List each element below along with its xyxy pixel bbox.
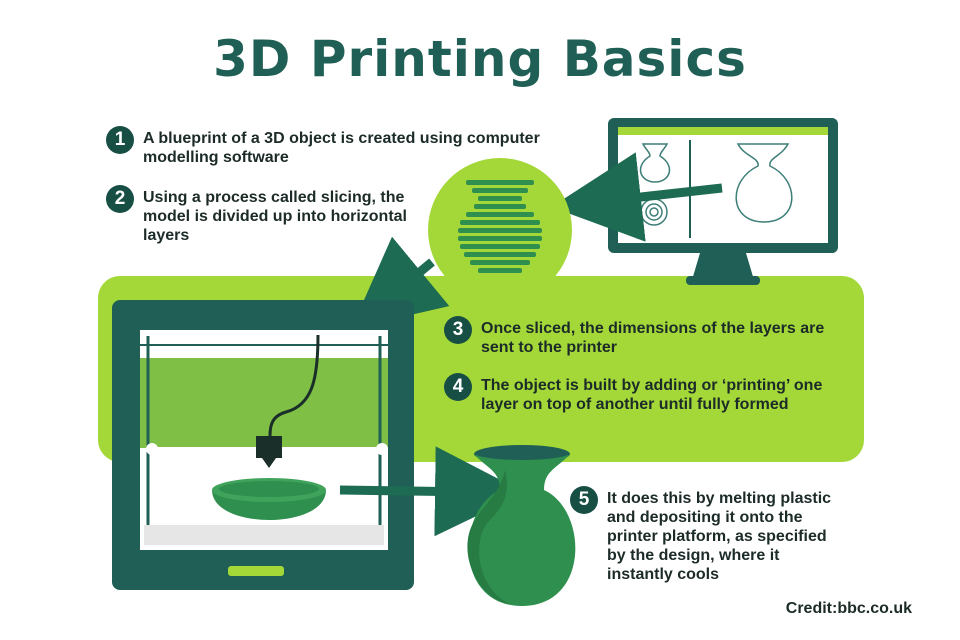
- step-text: Once sliced, the dimensions of the layer…: [481, 320, 825, 356]
- arrow-icon: [551, 152, 723, 242]
- page-title: 3D Printing Basics: [213, 30, 747, 88]
- step-5: 5 It does this by melting plastic and de…: [570, 486, 850, 584]
- printed-vase: [467, 445, 576, 606]
- 3d-printer: [112, 300, 414, 590]
- arrow-icon: [351, 236, 450, 329]
- step-number-badge: 2: [106, 185, 134, 213]
- step-1: 1 A blueprint of a 3D object is created …: [106, 126, 606, 167]
- image-credit: Credit:bbc.co.uk: [785, 600, 912, 617]
- step-4: 4 The object is built by adding or ‘prin…: [444, 373, 844, 414]
- step-3: 3 Once sliced, the dimensions of the lay…: [444, 316, 854, 357]
- arrow-icon: [339, 446, 525, 537]
- vase-outline-icon: [735, 143, 793, 223]
- computer-monitor: [608, 118, 838, 285]
- step-text: It does this by melting plastic and depo…: [607, 490, 832, 583]
- step-number-badge: 1: [106, 126, 134, 154]
- step-2: 2 Using a process called slicing, the mo…: [106, 185, 436, 245]
- step-number-badge: 5: [570, 486, 598, 514]
- step-text: Using a process called slicing, the mode…: [143, 189, 407, 244]
- step-text: The object is built by adding or ‘printi…: [481, 377, 823, 413]
- sliced-model: [428, 158, 572, 302]
- step-number-badge: 3: [444, 316, 472, 344]
- vase-sketch-icon: [639, 143, 671, 183]
- step-text: A blueprint of a 3D object is created us…: [143, 130, 540, 166]
- step-number-badge: 4: [444, 373, 472, 401]
